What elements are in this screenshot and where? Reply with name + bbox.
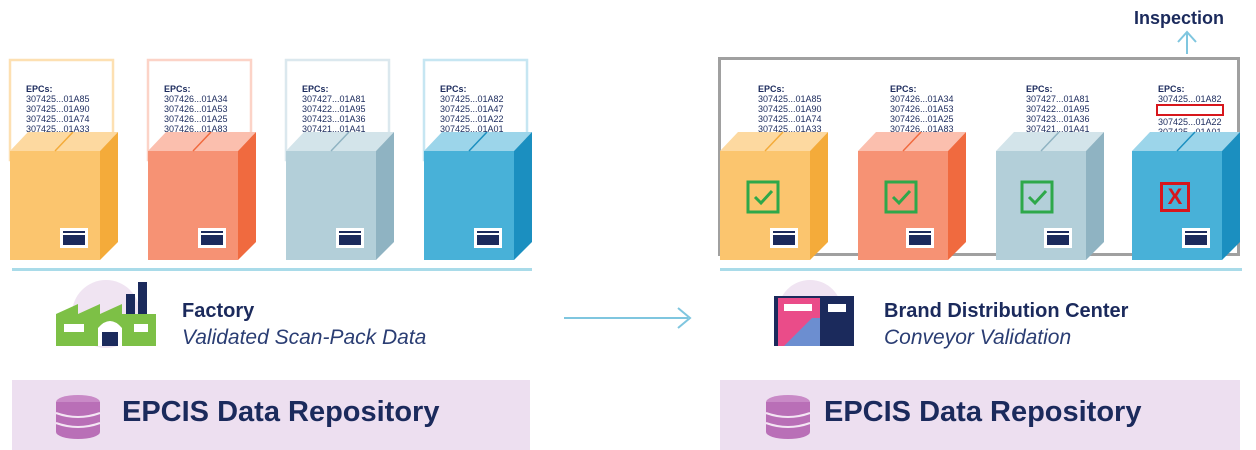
checkmark-icon — [746, 180, 780, 214]
dc-repository-banner: EPCIS Data Repository — [720, 380, 1240, 450]
epc-value: 307422...01A95 — [302, 104, 366, 114]
checkmark-icon — [884, 180, 918, 214]
epc-value: 307426...01A53 — [164, 104, 228, 114]
epc-value: 307426...01A53 — [890, 104, 954, 114]
factory-subtitle: Validated Scan-Pack Data — [182, 326, 427, 349]
repository-label: EPCIS Data Repository — [824, 396, 1142, 428]
epc-label: EPCs: — [26, 84, 53, 94]
epc-list: EPCs: 307427...01A81 307422...01A95 3074… — [1026, 84, 1090, 134]
epc-value: 307425...01A85 — [26, 94, 90, 104]
epc-label: EPCs: — [1026, 84, 1053, 94]
epc-value: 307426...01A25 — [164, 114, 228, 124]
epc-value: 307422...01A95 — [1026, 104, 1090, 114]
epc-value: 307425...01A22 — [1158, 117, 1222, 127]
flow-arrow-icon — [564, 307, 692, 329]
epc-list: EPCs: 307425...01A82 307425...01A47 3074… — [440, 84, 504, 134]
epc-value: 307425...01A01 — [440, 124, 504, 134]
checkmark-icon — [1020, 180, 1054, 214]
dc-box-4: EPCs: 307425...01A82 307425...01A22 3074… — [1132, 58, 1250, 260]
epc-list: EPCs: 307426...01A34 307426...01A53 3074… — [890, 84, 954, 134]
database-icon — [55, 395, 101, 439]
epc-label: EPCs: — [1158, 84, 1185, 94]
epc-value: 307427...01A81 — [302, 94, 366, 104]
dc-box-3: EPCs: 307427...01A81 307422...01A95 3074… — [996, 58, 1120, 260]
barcode-icon — [474, 228, 502, 248]
epc-value: 307426...01A25 — [890, 114, 954, 124]
epc-value: 307426...01A83 — [164, 124, 228, 134]
epc-value: 307426...01A83 — [890, 124, 954, 134]
epc-value: 307425...01A82 — [1158, 94, 1222, 104]
box-drawing — [720, 131, 828, 260]
box-drawing — [8, 58, 118, 260]
up-arrow-icon — [1177, 30, 1197, 54]
epc-value: 307425...01A74 — [26, 114, 90, 124]
barcode-icon — [60, 228, 88, 248]
epc-value: 307427...01A81 — [1026, 94, 1090, 104]
epc-list: EPCs: 307426...01A34 307426...01A53 3074… — [164, 84, 228, 134]
barcode-icon — [1044, 228, 1072, 248]
epc-list: EPCs: 307427...01A81 307422...01A95 3074… — [302, 84, 366, 134]
factory-icon — [56, 280, 156, 348]
factory-repository-banner: EPCIS Data Repository — [12, 380, 530, 450]
epc-value: 307421...01A41 — [1026, 124, 1090, 134]
epc-label: EPCs: — [440, 84, 467, 94]
box-drawing — [284, 58, 394, 260]
repository-label: EPCIS Data Repository — [122, 396, 440, 428]
factory-box-3: EPCs: 307427...01A81 307422...01A95 3074… — [284, 58, 396, 260]
epc-value: 307426...01A34 — [164, 94, 228, 104]
epc-value: 307425...01A90 — [758, 104, 822, 114]
barcode-icon — [906, 228, 934, 248]
barcode-icon — [770, 228, 798, 248]
epc-value: 307425...01A82 — [440, 94, 504, 104]
dc-box-1: EPCs: 307425...01A85 307425...01A90 3074… — [720, 58, 852, 260]
barcode-icon — [1182, 228, 1210, 248]
database-icon — [765, 395, 811, 439]
epc-label: EPCs: — [164, 84, 191, 94]
dc-divider — [720, 268, 1242, 271]
missing-epc-highlight — [1156, 104, 1224, 116]
factory-box-4: EPCs: 307425...01A82 307425...01A47 3074… — [422, 58, 534, 260]
epc-list: EPCs: 307425...01A85 307425...01A90 3074… — [26, 84, 90, 134]
barcode-icon — [198, 228, 226, 248]
epc-value: 307425...01A90 — [26, 104, 90, 114]
x-mark-icon: X — [1160, 182, 1190, 212]
dc-subtitle: Conveyor Validation — [884, 326, 1072, 349]
epc-value: 307423...01A36 — [1026, 114, 1090, 124]
fail-mark: X — [1167, 184, 1183, 209]
epc-value: 307423...01A36 — [302, 114, 366, 124]
epc-value: 307425...01A74 — [758, 114, 822, 124]
factory-divider — [12, 268, 532, 271]
dc-box-2: EPCs: 307426...01A34 307426...01A53 3074… — [858, 58, 984, 260]
inspection-label: Inspection — [1134, 8, 1225, 28]
factory-box-2: EPCs: 307426...01A34 307426...01A53 3074… — [146, 58, 258, 260]
epc-value: 307421...01A41 — [302, 124, 366, 134]
epc-value: 307426...01A34 — [890, 94, 954, 104]
dc-title: Brand Distribution Center — [884, 300, 1129, 322]
epc-list: EPCs: 307425...01A85 307425...01A90 3074… — [758, 84, 822, 134]
epc-value: 307425...01A85 — [758, 94, 822, 104]
epc-label: EPCs: — [758, 84, 785, 94]
epc-value: 307425...01A33 — [26, 124, 90, 134]
factory-box-1: EPCs: 307425...01A85 307425...01A90 3074… — [8, 58, 120, 260]
epc-value: 307425...01A47 — [440, 104, 504, 114]
epc-label: EPCs: — [302, 84, 329, 94]
warehouse-icon — [774, 280, 854, 346]
barcode-icon — [336, 228, 364, 248]
epc-label: EPCs: — [890, 84, 917, 94]
epc-value: 307425...01A33 — [758, 124, 822, 134]
epc-value: 307425...01A22 — [440, 114, 504, 124]
factory-title: Factory — [182, 300, 255, 322]
box-drawing — [1132, 131, 1240, 260]
